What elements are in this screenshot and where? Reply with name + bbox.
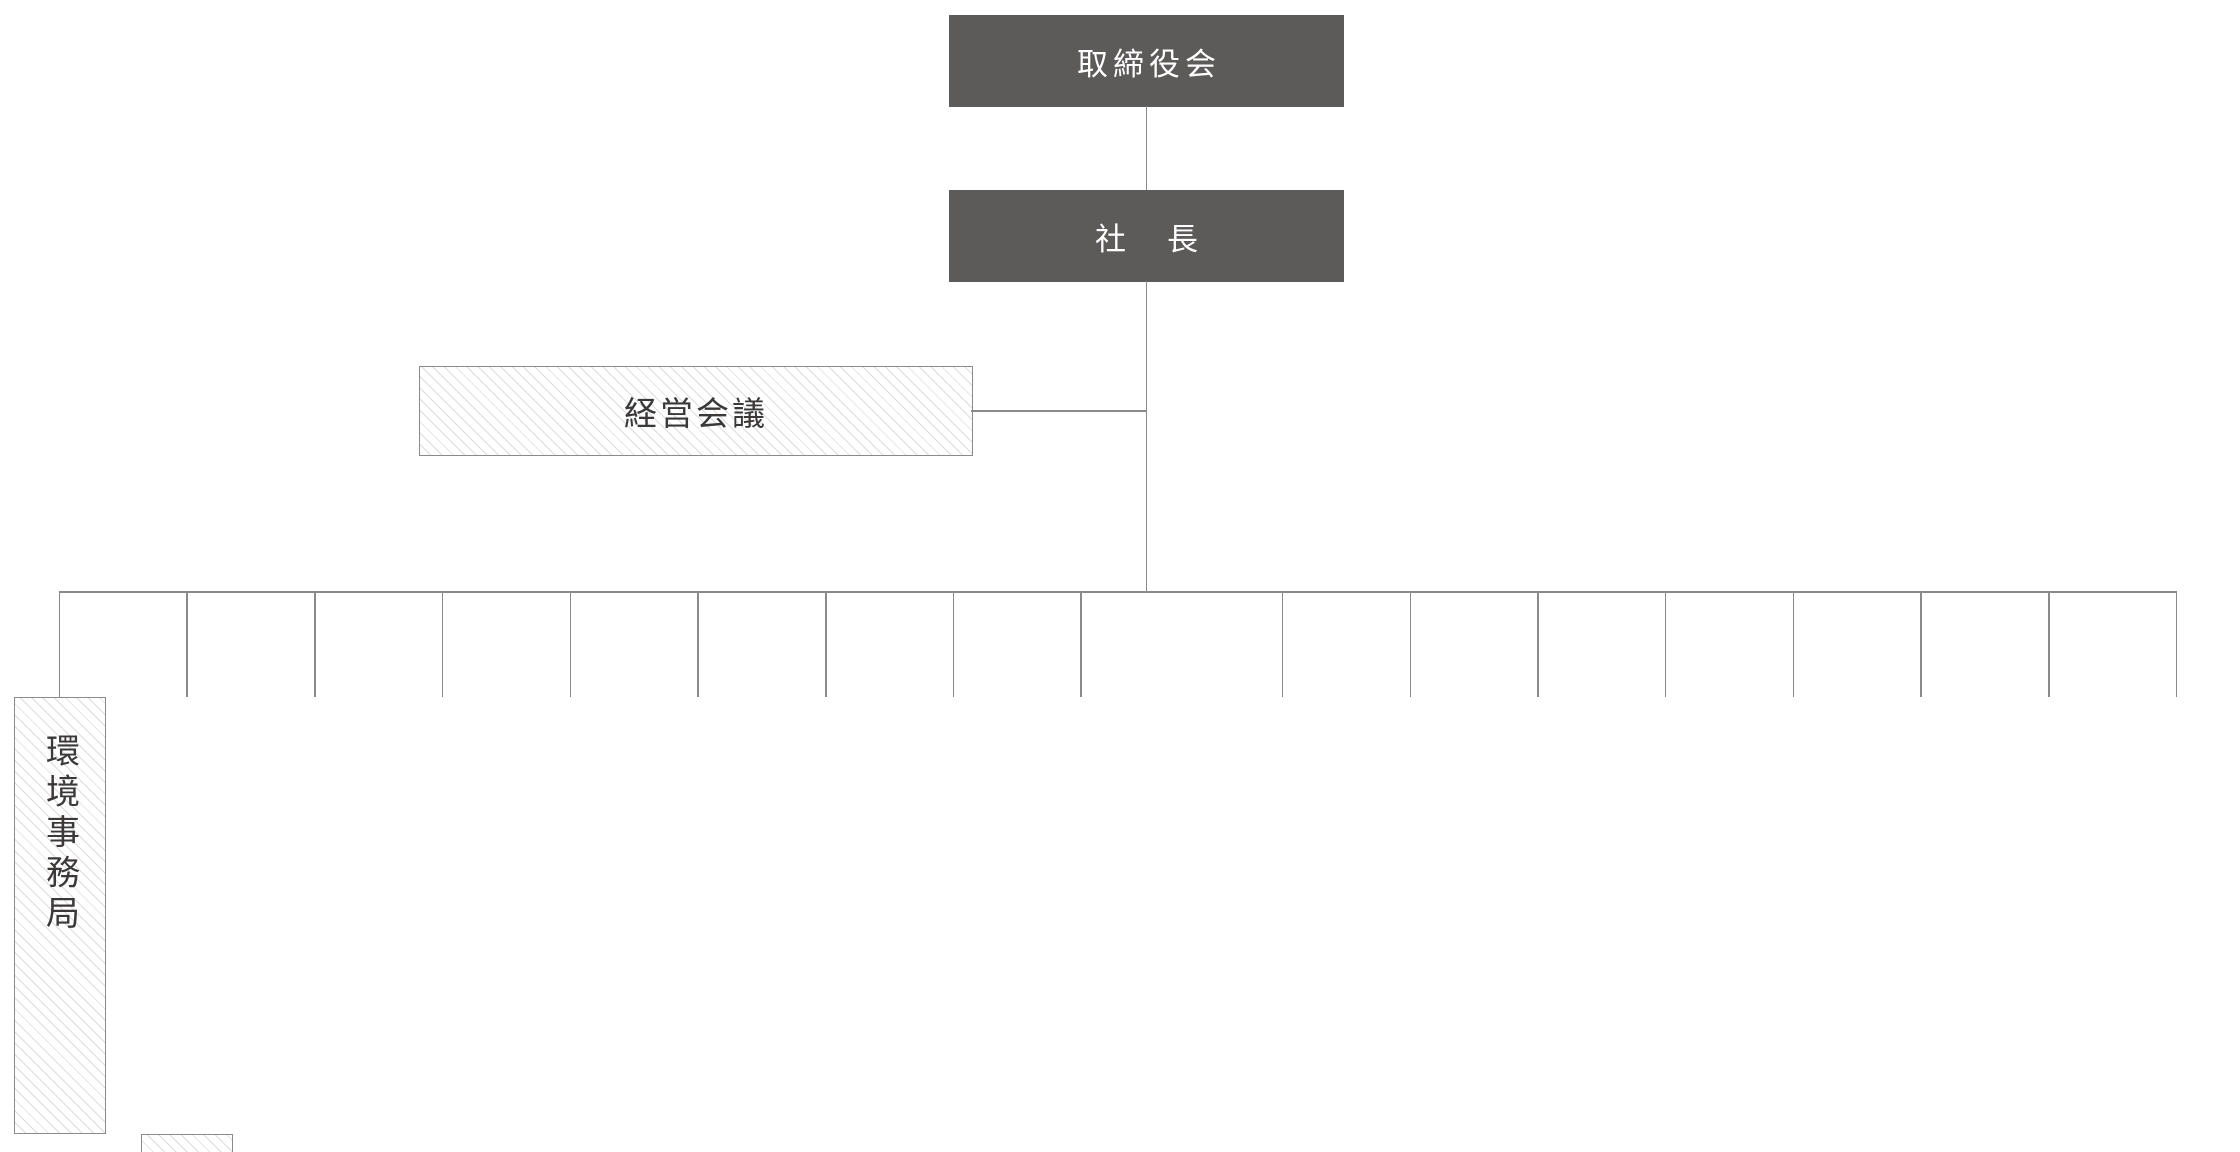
- connector-dropper: [2048, 591, 2050, 697]
- board-of-directors-label: 取締役会: [1077, 46, 1221, 83]
- distribution-line: [58, 591, 2178, 593]
- department-box: ＩＳＯ事務局: [141, 1134, 234, 1152]
- connector-dropper: [441, 591, 444, 697]
- president-label: 社 長: [1095, 221, 1203, 258]
- connector-dropper: [1537, 591, 1539, 697]
- department-label: 環境事務局: [39, 733, 80, 936]
- connector-dropper: [186, 591, 188, 697]
- connector-meeting-trunk: [971, 410, 1148, 412]
- connector-board-president: [1145, 106, 1148, 191]
- connector-dropper: [1281, 591, 1284, 697]
- connector-dropper: [1920, 591, 1922, 697]
- connector-dropper: [952, 591, 955, 697]
- president-box: 社 長: [949, 190, 1344, 282]
- department-box: 環境事務局: [13, 697, 106, 1134]
- connector-dropper: [1080, 591, 1082, 697]
- connector-dropper: [314, 591, 316, 697]
- management-meeting-box: 経営会議: [419, 366, 973, 456]
- connector-president-trunk: [1145, 281, 1148, 593]
- connector-dropper: [1664, 591, 1667, 697]
- connector-dropper: [2175, 591, 2178, 697]
- connector-dropper: [569, 591, 571, 697]
- connector-dropper: [58, 591, 61, 697]
- connector-dropper: [697, 591, 699, 697]
- management-meeting-label: 経営会議: [624, 394, 768, 433]
- connector-dropper: [825, 591, 827, 697]
- board-of-directors-box: 取締役会: [949, 15, 1344, 107]
- connector-dropper: [1792, 591, 1795, 697]
- connector-dropper: [1409, 591, 1411, 697]
